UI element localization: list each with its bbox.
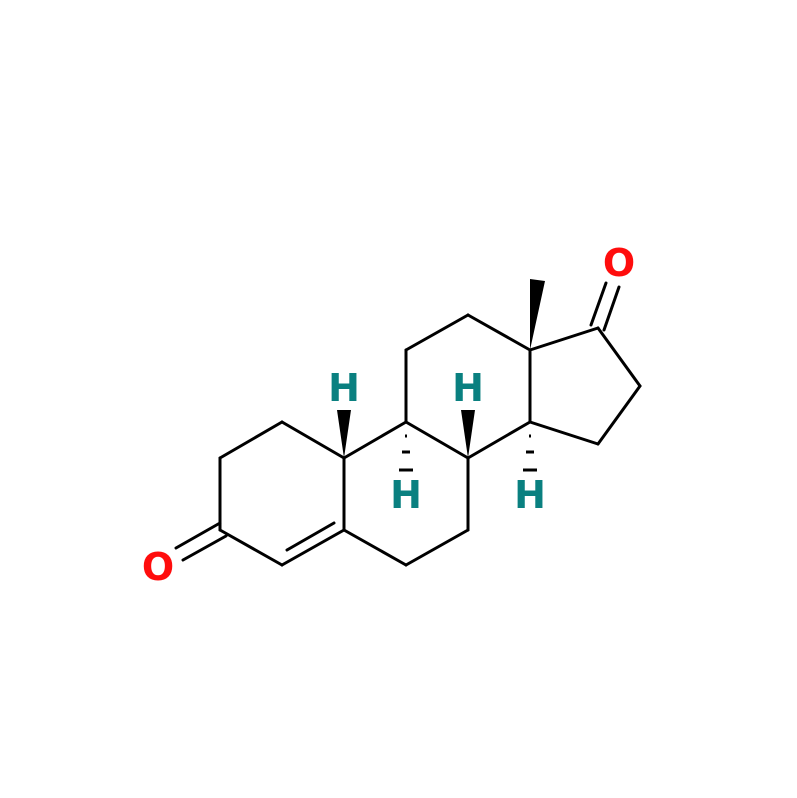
bond-c16-c17 — [596, 326, 642, 388]
bond-c4-c5 — [280, 528, 346, 567]
bond-c15-c16 — [596, 384, 642, 446]
bond-c12-c13 — [466, 313, 532, 352]
wedge-h10 — [337, 410, 351, 458]
bond-c6-c7 — [404, 528, 470, 567]
bond-c3-o-b — [181, 534, 228, 562]
bond-c14-c15 — [528, 420, 600, 446]
atom-labels: O O H H H H — [142, 241, 635, 589]
skeletal-bonds — [174, 281, 642, 567]
bond-c11-c12 — [404, 313, 470, 352]
atom-h8: H — [452, 366, 484, 410]
bond-c14-c8 — [466, 420, 532, 460]
atom-o17: O — [603, 241, 635, 285]
stereo-bonds — [337, 279, 545, 472]
hash-h9 — [399, 434, 413, 472]
bond-c3-o-a — [174, 521, 222, 550]
atom-h10: H — [328, 366, 360, 410]
bond-c17-o-a — [589, 281, 608, 327]
bond-c3-c4 — [218, 528, 284, 567]
bond-c10-c1 — [280, 420, 346, 460]
bond-c9-c10 — [342, 420, 408, 460]
atom-o3: O — [142, 545, 174, 589]
bond-c5-c6 — [342, 528, 408, 567]
bond-c17-c13 — [528, 326, 600, 352]
wedge-methyl-c18 — [530, 279, 545, 350]
bond-c4-c5-inner — [285, 521, 336, 552]
bond-c1-c2 — [218, 420, 284, 460]
bond-c8-c9 — [404, 420, 470, 460]
wedge-h8 — [461, 410, 475, 458]
hash-h14 — [523, 434, 537, 472]
atom-h14: H — [514, 473, 546, 517]
atom-h9: H — [390, 473, 422, 517]
bond-c17-o-b — [602, 285, 621, 332]
